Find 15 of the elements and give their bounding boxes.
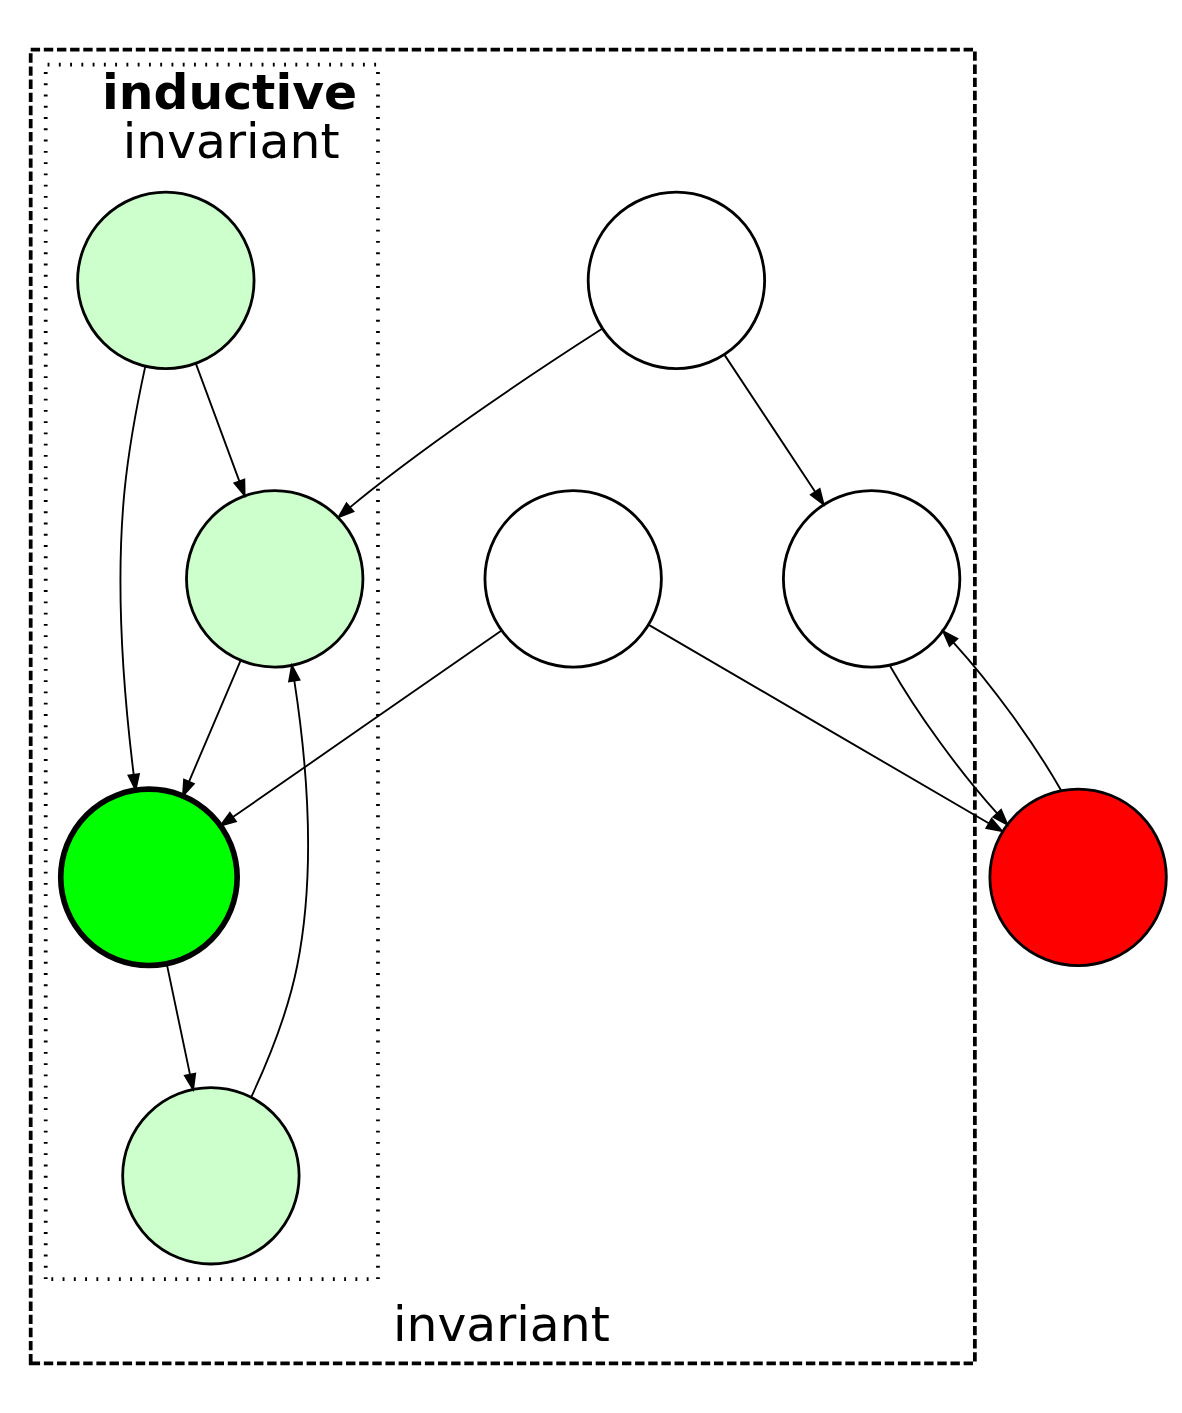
arrow	[194, 362, 246, 499]
arrow	[250, 662, 309, 1098]
node-circle	[76, 190, 256, 371]
node-circle	[185, 489, 365, 669]
node-circle	[121, 1086, 301, 1266]
arrow	[941, 629, 1062, 792]
arrow	[647, 623, 1005, 833]
node-circle	[586, 190, 767, 371]
arrow	[889, 665, 1010, 827]
node-circle	[483, 489, 663, 669]
arrow	[218, 629, 503, 828]
arrow	[165, 963, 197, 1093]
arrow	[336, 327, 604, 520]
arrow	[723, 354, 826, 507]
cluster: inductive invariant	[43, 62, 380, 1281]
